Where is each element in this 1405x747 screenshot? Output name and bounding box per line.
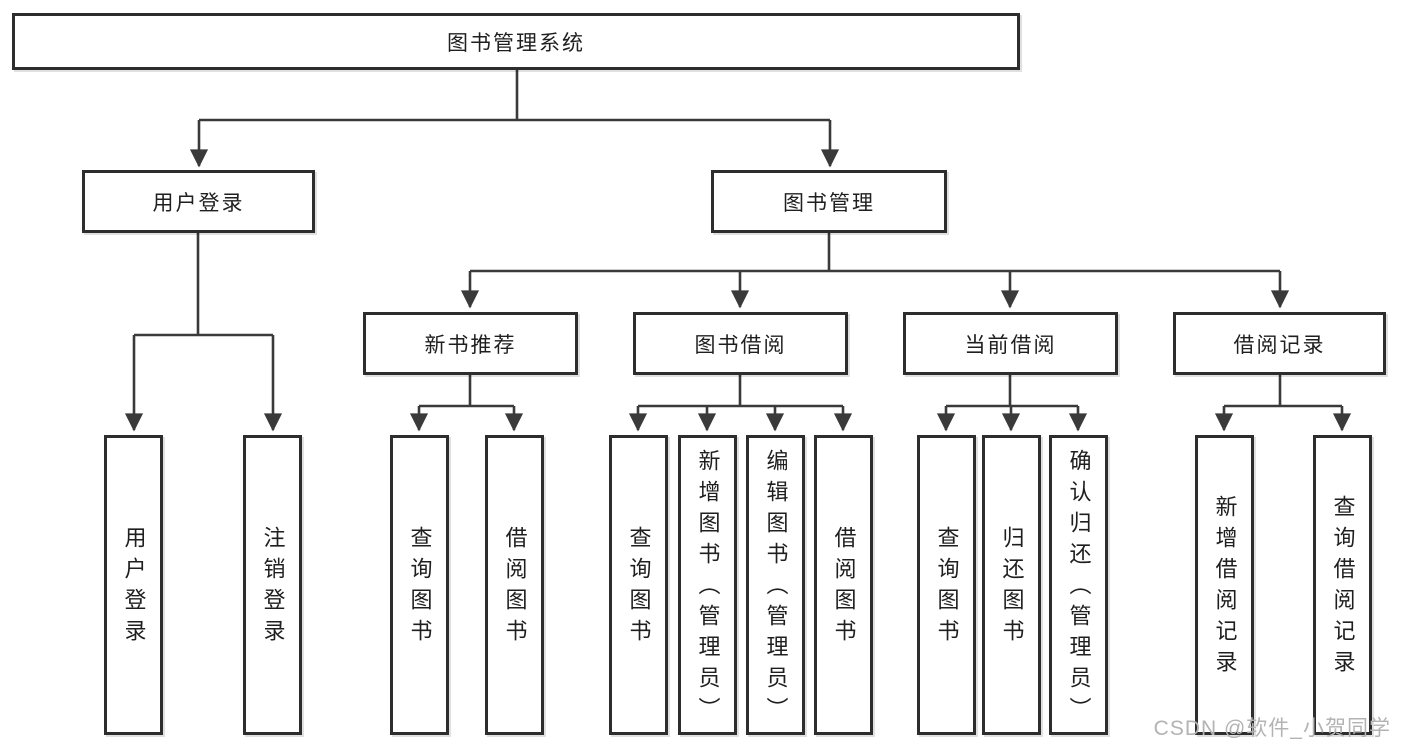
leaf-return-books: 归还图书 — [982, 435, 1041, 735]
node-new-book-recommend: 新书推荐 — [363, 312, 578, 375]
leaf-query-books-recommend: 查询图书 — [390, 435, 449, 735]
leaf-query-books-current: 查询图书 — [917, 435, 976, 735]
node-book-borrow: 图书借阅 — [633, 312, 848, 375]
node-user-login: 用户登录 — [82, 170, 315, 233]
leaf-add-borrow-record: 新增借阅记录 — [1195, 435, 1254, 735]
leaf-query-books-borrow: 查询图书 — [609, 435, 668, 735]
leaf-borrow-books-recommend: 借阅图书 — [485, 435, 544, 735]
leaf-user-login: 用户登录 — [104, 435, 163, 735]
node-book-management: 图书管理 — [711, 170, 947, 233]
leaf-logout: 注销登录 — [243, 435, 302, 735]
leaf-confirm-return-admin: 确认归还（管理员） — [1049, 435, 1108, 735]
node-root-system: 图书管理系统 — [12, 13, 1020, 70]
leaf-add-book-admin: 新增图书（管理员） — [678, 435, 737, 735]
leaf-edit-book-admin: 编辑图书（管理员） — [746, 435, 805, 735]
leaf-query-borrow-record: 查询借阅记录 — [1313, 435, 1372, 735]
node-borrow-records: 借阅记录 — [1173, 312, 1386, 375]
csdn-watermark: CSDN @软件_小贺同学 — [1153, 717, 1391, 740]
node-current-borrow: 当前借阅 — [903, 312, 1118, 375]
leaf-borrow-books: 借阅图书 — [814, 435, 873, 735]
